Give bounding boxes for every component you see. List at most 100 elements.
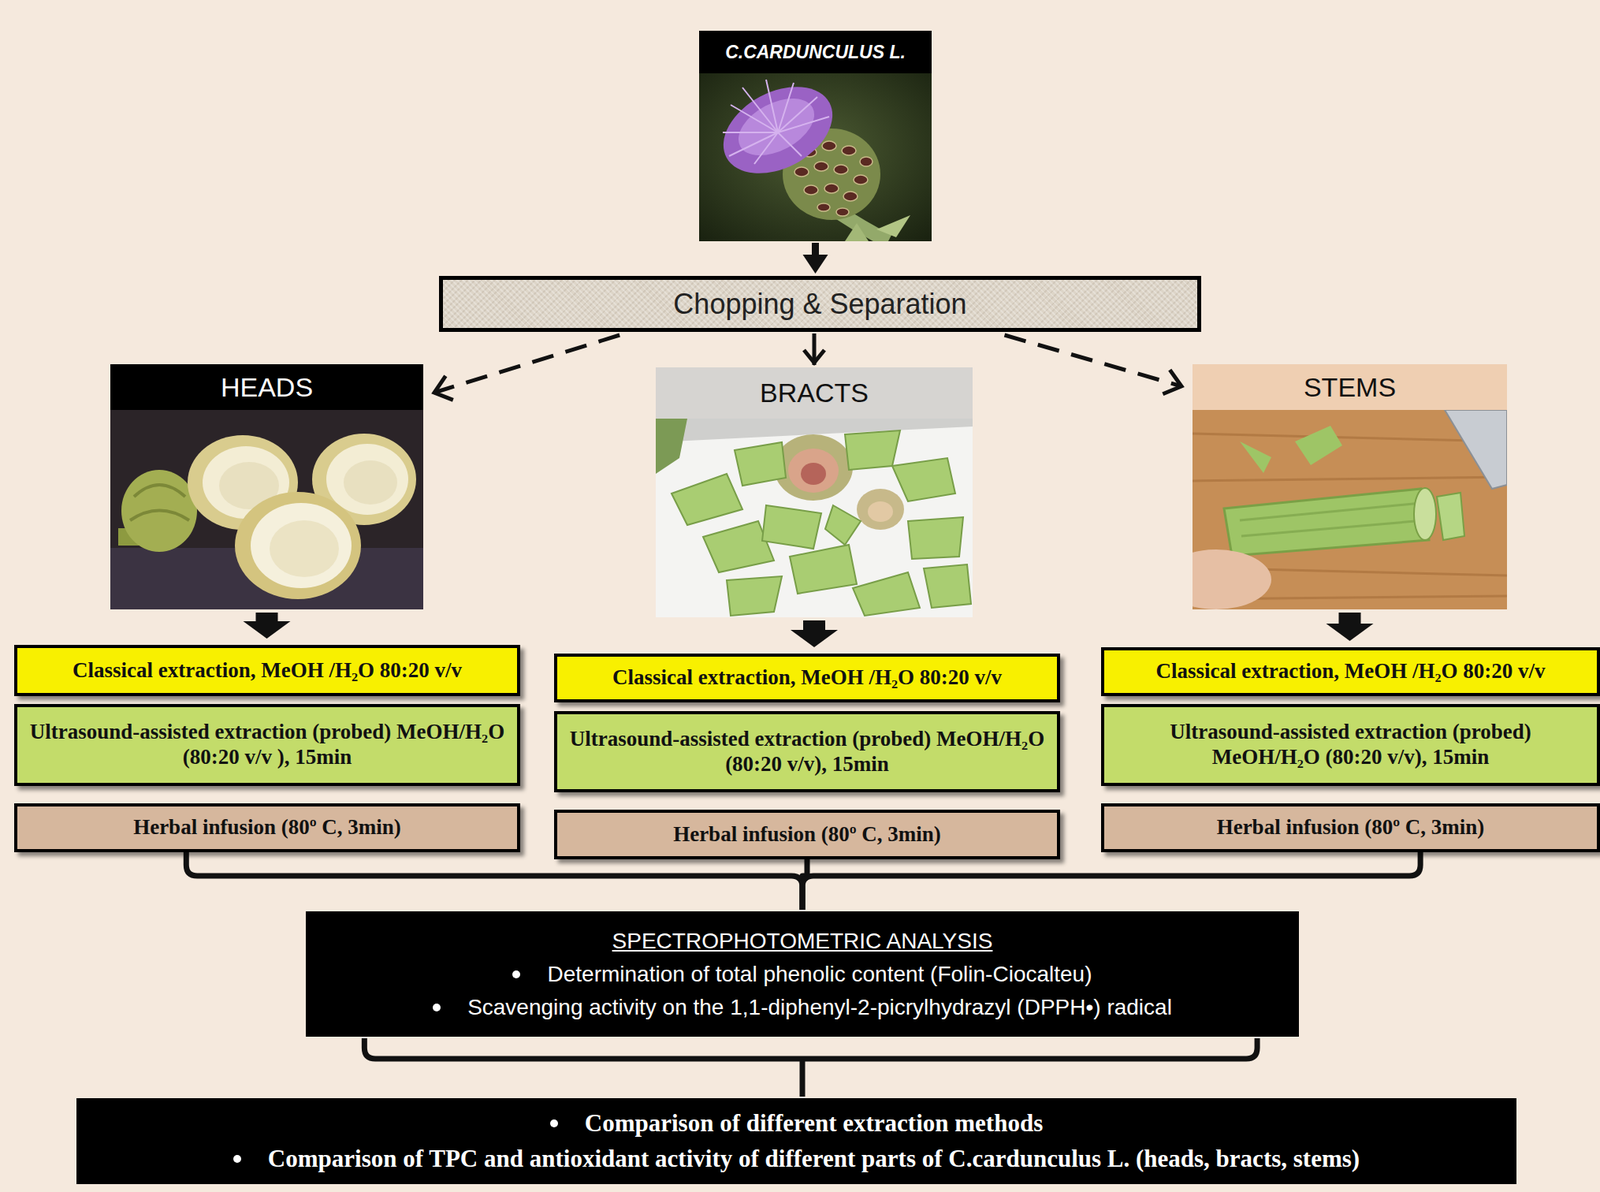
thistle-globe <box>836 208 849 216</box>
connector <box>802 852 1421 910</box>
connector <box>790 620 838 648</box>
plant-part-box: BRACTS <box>655 367 973 618</box>
thistle-globe <box>843 191 858 201</box>
box-label: Herbal infusion (80º C, 3min) <box>133 814 402 841</box>
bract-leaves <box>671 430 972 616</box>
bullet-text: Comparison of TPC and antioxidant activi… <box>267 1141 1360 1177</box>
artichoke-whole <box>118 469 198 552</box>
block-arrow-stem <box>803 620 826 630</box>
artichoke-half <box>788 448 839 493</box>
part-name: STEMS <box>1303 372 1396 403</box>
artichoke-heart <box>250 502 352 588</box>
heads-photo <box>110 409 424 610</box>
arrow-head <box>803 254 829 274</box>
connector <box>186 852 803 910</box>
bracts-photo <box>655 418 973 618</box>
bract-leaves <box>671 473 743 525</box>
section-title: SPECTROPHOTOMETRIC ANALYSIS <box>612 924 994 958</box>
artichoke-half <box>867 501 894 522</box>
part-header: STEMS <box>1192 364 1507 410</box>
stem-piece <box>1224 425 1465 556</box>
artichoke-heart <box>234 491 361 600</box>
bract-leaves <box>892 457 956 502</box>
box-label: Classical extraction, MeOH /H₂O 80:20 v/… <box>72 658 462 684</box>
part-name: C.CARDUNCULUS L. <box>725 41 906 64</box>
extraction-box: Ultrasound-assisted extraction (probed) … <box>554 710 1061 793</box>
thistle-flower <box>766 79 778 133</box>
bullet-row: Determination of total phenolic content … <box>512 957 1092 991</box>
bracts-photo <box>655 418 688 474</box>
connector <box>803 242 829 274</box>
thistle-globe <box>803 185 819 195</box>
box-label: Herbal infusion (80º C, 3min) <box>1216 814 1485 841</box>
connector <box>1004 334 1182 395</box>
thistle-flower <box>729 132 778 157</box>
thistle-globe <box>833 164 849 175</box>
dashed-arrow-line <box>434 334 620 393</box>
thistle-flower <box>708 73 848 191</box>
stem-piece <box>1239 441 1272 473</box>
thistle-globe <box>841 145 856 156</box>
bract-leaves <box>789 544 857 594</box>
extraction-box: Ultrasound-assisted extraction (probed) … <box>1101 703 1600 786</box>
box-label: Herbal infusion (80º C, 3min) <box>673 822 942 848</box>
bracket-line <box>364 1038 1258 1097</box>
analysis-box: SPECTROPHOTOMETRIC ANALYSISDetermination… <box>305 911 1299 1037</box>
thistle-photo <box>699 73 932 242</box>
extraction-box: Herbal infusion (80º C, 3min) <box>1101 803 1600 853</box>
thistle-globe <box>853 174 868 185</box>
bracts-photo <box>655 418 973 618</box>
thistle-globe <box>794 167 809 177</box>
stem-piece <box>1436 492 1465 540</box>
thistle-globe <box>817 203 830 212</box>
thistle-flower <box>722 79 830 164</box>
artichoke-heart <box>343 460 398 505</box>
box-label: Classical extraction, MeOH /H₂O 80:20 v/… <box>1155 658 1545 685</box>
connector <box>434 334 620 400</box>
extraction-box: Classical extraction, MeOH /H₂O 80:20 v/… <box>14 644 521 696</box>
connector <box>243 612 291 639</box>
part-name: BRACTS <box>759 377 869 409</box>
connector <box>1326 612 1374 641</box>
thistle-globe <box>822 141 837 151</box>
extraction-box: Classical extraction, MeOH /H₂O 80:20 v/… <box>1101 647 1600 696</box>
summary-box: Comparison of different extraction metho… <box>76 1097 1517 1184</box>
dashed-arrow-line <box>1004 334 1182 387</box>
knife <box>1444 409 1507 489</box>
artichoke-whole <box>133 484 186 497</box>
extraction-box: Herbal infusion (80º C, 3min) <box>14 803 521 853</box>
stem-piece <box>1224 488 1429 556</box>
stem-piece <box>1241 520 1426 536</box>
arrow-line <box>811 242 819 257</box>
artichoke-half <box>800 462 827 485</box>
plant-part-box: HEADS <box>110 364 424 610</box>
part-header: HEADS <box>110 364 424 410</box>
process-label: Chopping & Separation <box>673 287 967 321</box>
part-name: HEADS <box>220 372 313 403</box>
bullet-dot <box>233 1154 242 1163</box>
artichoke-half <box>856 488 905 530</box>
connector <box>803 333 825 365</box>
box-label: Ultrasound-assisted extraction (probed) … <box>566 726 1048 778</box>
artichoke-heart <box>234 491 361 600</box>
bract-leaves <box>852 572 920 616</box>
connector <box>364 1038 1258 1097</box>
arrow-head <box>1162 369 1182 395</box>
extraction-box: Herbal infusion (80º C, 3min) <box>554 809 1061 860</box>
thistle-stem <box>876 215 911 238</box>
thistle-globe <box>824 183 839 194</box>
bract-leaves <box>762 505 822 549</box>
box-label: Ultrasound-assisted extraction (probed) … <box>26 719 508 771</box>
bullet-row: Scavenging activity on the 1,1-diphenyl-… <box>432 990 1173 1024</box>
artichoke-heart <box>326 443 409 515</box>
bullet-dot <box>550 1119 559 1128</box>
arrow-head <box>803 349 825 363</box>
bract-leaves <box>734 442 786 486</box>
bract-leaves <box>923 564 972 608</box>
box-label: Classical extraction, MeOH /H₂O 80:20 v/… <box>612 665 1002 691</box>
thistle-flower <box>722 131 778 134</box>
bullet-text: Comparison of different extraction metho… <box>584 1105 1043 1142</box>
thistle-flower <box>754 132 778 164</box>
thistle-flower <box>730 104 778 133</box>
